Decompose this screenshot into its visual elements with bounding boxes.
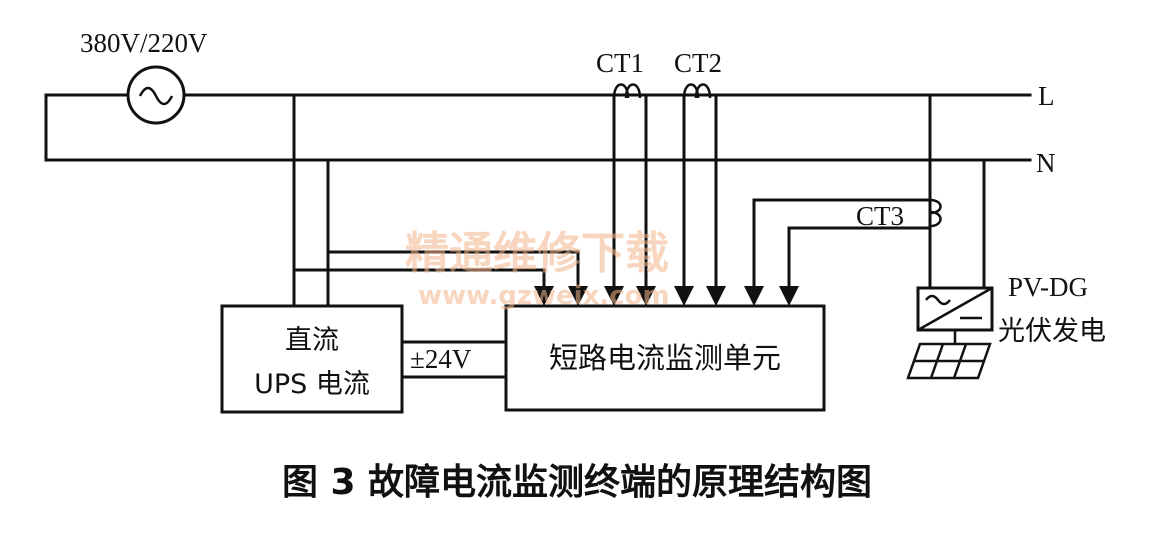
monitor-unit: 短路电流监测单元 <box>504 304 826 412</box>
ac-source-icon <box>126 65 186 125</box>
neutral-line-label: N <box>1036 148 1056 178</box>
arrow-icon <box>604 286 624 306</box>
ups-label-line2: UPS 电流 <box>254 369 370 400</box>
watermark: 精通维修下载 www.gzweix.com <box>405 228 670 311</box>
dc-supply: ±24V <box>400 340 508 379</box>
monitor-label: 短路电流监测单元 <box>549 341 781 375</box>
ct3-lead-a <box>752 198 932 288</box>
source-voltage-label: 380V/220V <box>80 28 208 58</box>
ct1-ct2: CT1 CT2 <box>596 48 722 288</box>
ct2-coil-icon <box>682 83 712 99</box>
inverter-ac-wave-icon <box>925 294 951 306</box>
ct2-label: CT2 <box>674 48 722 78</box>
ct3-lead-b <box>787 226 932 288</box>
pv-generator: PV-DG 光伏发电 <box>906 272 1106 380</box>
ac-source: 380V/220V <box>80 28 208 125</box>
sine-wave-icon <box>138 86 174 106</box>
solar-panel-grid-v2 <box>952 343 968 379</box>
solar-panel-frame <box>906 342 992 380</box>
monitor-input-arrows <box>534 286 799 306</box>
solar-panel-grid-v1 <box>929 343 945 379</box>
bus-wires <box>44 93 1032 162</box>
arrow-icon <box>534 286 554 306</box>
live-line-label: L <box>1038 81 1055 111</box>
monitor-rect <box>504 304 826 412</box>
dc-supply-label: ±24V <box>410 344 472 374</box>
watermark-line1: 精通维修下载 <box>405 228 669 279</box>
ct1-label: CT1 <box>596 48 644 78</box>
figure-caption: 图 3 故障电流监测终端的原理结构图 <box>282 462 872 503</box>
arrow-icon <box>706 286 726 306</box>
pv-label-line1: PV-DG <box>1008 272 1088 302</box>
arrow-icon <box>779 286 799 306</box>
ct3-and-pv-feeder: CT3 <box>752 93 986 292</box>
ct3-label: CT3 <box>856 201 904 231</box>
pv-label-line2: 光伏发电 <box>998 316 1106 347</box>
ups-rect <box>220 304 404 414</box>
arrow-icon <box>744 286 764 306</box>
inverter-diagonal <box>917 286 993 332</box>
arrow-icon <box>674 286 694 306</box>
arrow-icon <box>636 286 656 306</box>
solar-panel-icon <box>906 342 992 380</box>
ct1-coil-icon <box>612 83 642 99</box>
ups-label-line1: 直流 <box>285 325 339 356</box>
arrow-icon <box>568 286 588 306</box>
ups-box: 直流 UPS 电流 <box>220 304 404 414</box>
watermark-line2: www.gzweix.com <box>418 281 670 311</box>
ct3-coil-icon <box>929 198 942 228</box>
